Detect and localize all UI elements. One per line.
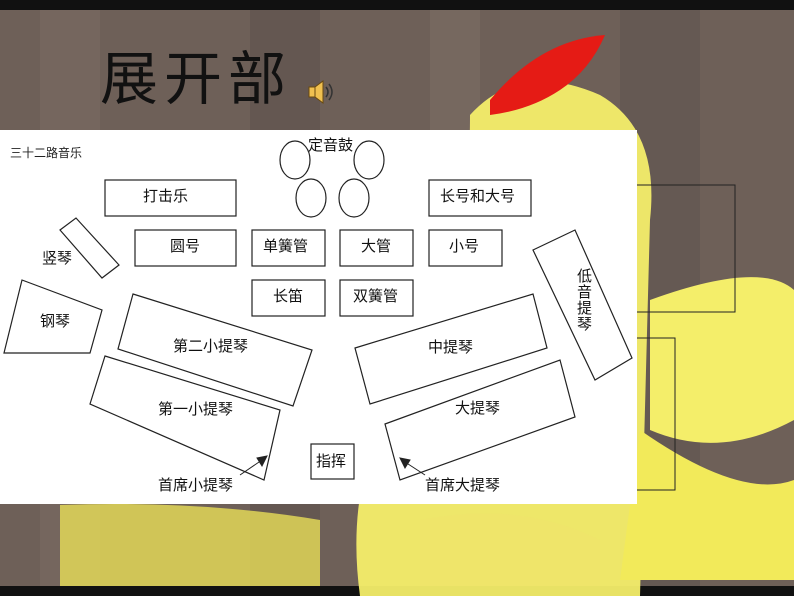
big-brass-box: [339, 229, 414, 267]
horn-box: [134, 229, 237, 267]
piano-shape: [3, 279, 103, 354]
conductor-label: 指挥: [316, 452, 347, 470]
timpani-label: 定音鼓: [308, 136, 354, 154]
timpani-drum-1: [279, 140, 311, 180]
diagram-corner-label: 三十二路音乐: [10, 146, 83, 160]
timpani-drum-4: [338, 178, 370, 218]
clarinet-label: 单簧管: [263, 237, 309, 255]
orchestra-seating-diagram: 三十二路音乐 定音鼓 打击乐 长号和大号 圆号 单簧管 大管 小号 长笛 双簧管…: [0, 130, 637, 504]
viola-label: 中提琴: [428, 338, 474, 356]
timpani-drum-2: [353, 140, 385, 180]
diagram-shapes: [3, 140, 633, 481]
cello-section: [384, 359, 576, 481]
oboe-box: [339, 279, 414, 317]
first-violin-section: [89, 355, 281, 481]
principal-cello-label: 首席大提琴: [425, 476, 501, 494]
double-bass-section: [532, 229, 633, 381]
flute-label: 长笛: [273, 287, 304, 305]
harp-label: 竖琴: [42, 249, 73, 267]
harp-shape: [59, 217, 120, 279]
conductor-box: [310, 443, 355, 480]
percussion-label: 打击乐: [143, 187, 189, 205]
speaker-icon[interactable]: [307, 78, 337, 106]
slide-title: 展开部: [100, 45, 293, 113]
clarinet-box: [251, 229, 326, 267]
flute-box: [251, 279, 326, 317]
first-violin-label: 第一小提琴: [158, 400, 234, 418]
second-violin-section: [117, 293, 313, 407]
piano-label: 钢琴: [40, 312, 71, 330]
second-violin-label: 第二小提琴: [173, 337, 249, 355]
big-brass-label: 大管: [361, 237, 392, 255]
trumpet-box: [428, 229, 503, 267]
timpani-drum-3: [295, 178, 327, 218]
tuba-trumpet-box: [428, 179, 532, 217]
double-bass-label: 低音提琴: [575, 268, 593, 332]
concertmaster-label: 首席小提琴: [158, 476, 234, 494]
oboe-label: 双簧管: [353, 287, 399, 305]
viola-section: [354, 293, 548, 405]
principal-cello-arrow: [404, 461, 426, 476]
horn-label: 圆号: [170, 237, 201, 255]
tuba-trumpet-label: 长号和大号: [440, 187, 516, 205]
trumpet-label: 小号: [449, 237, 480, 255]
cello-label: 大提琴: [455, 399, 501, 417]
concertmaster-arrow: [239, 459, 263, 476]
percussion-box: [104, 179, 237, 217]
